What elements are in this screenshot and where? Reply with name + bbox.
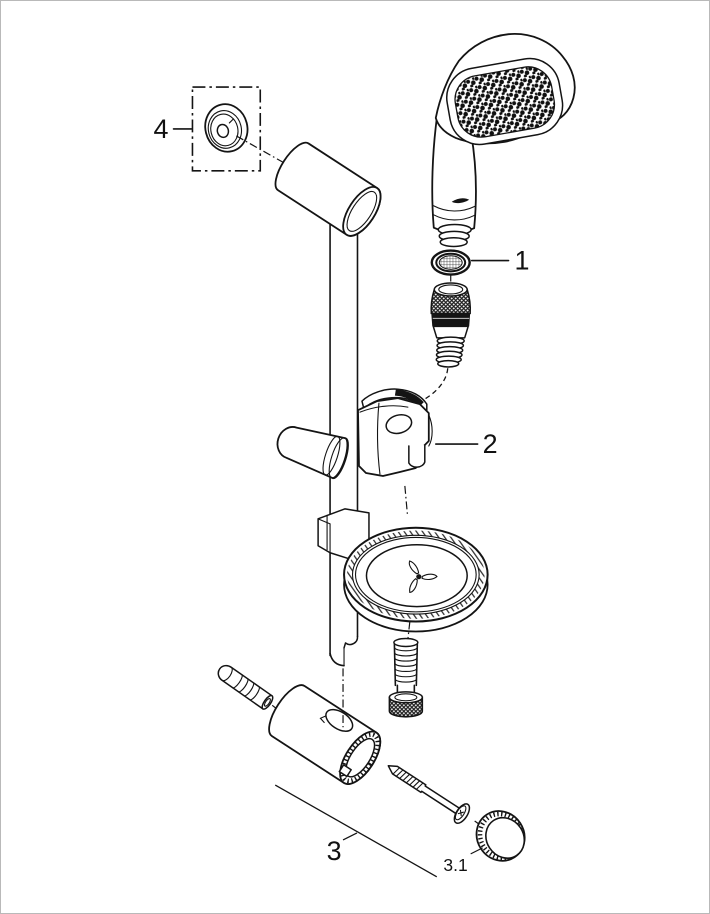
rail-bottom-edge [329,652,345,667]
cap-face [485,816,526,859]
callout-box [191,86,262,172]
part4-label: 4 [154,114,169,144]
wall-bracket [268,668,382,785]
top-wall-bracket [274,141,382,237]
end-cap: 3.1 [443,810,526,875]
part2-label: 2 [483,429,498,459]
bracket-inner-tab [338,764,352,778]
center-line [271,704,287,717]
bracket-rib-ring [340,732,380,784]
part3-leader: 3 [274,784,438,878]
hose-nut [430,282,472,339]
holder-top-hole [385,414,413,435]
bracket-top-hole [325,708,354,732]
part3-label: 3 [327,836,342,866]
part4-callout: 4 [154,86,299,172]
dish-drain [408,560,438,594]
holder-fork-edge [428,414,433,447]
holder-knob [276,426,349,480]
fixing-screw [387,765,486,830]
slider-holder: 2 [276,388,498,514]
rail-notch [343,635,359,649]
escutcheon-disc [204,103,249,153]
dish-bolt [388,637,424,718]
hose-end [435,336,465,368]
part1-label: 1 [515,246,530,276]
center-line [404,485,408,514]
wall-anchor [217,664,287,717]
holder-fork-notch [408,444,426,468]
hose-connection: 1 [418,223,530,403]
hose-path-dashed [418,368,449,403]
part3-sub-leader-line [470,847,483,855]
part3-sub-label: 3.1 [443,855,467,875]
shower-head [431,33,576,234]
brand-mark [451,198,470,204]
center-line [407,621,411,640]
filter-washer [430,249,471,276]
spray-face-nozzles [454,66,556,138]
soap-dish [317,508,489,640]
